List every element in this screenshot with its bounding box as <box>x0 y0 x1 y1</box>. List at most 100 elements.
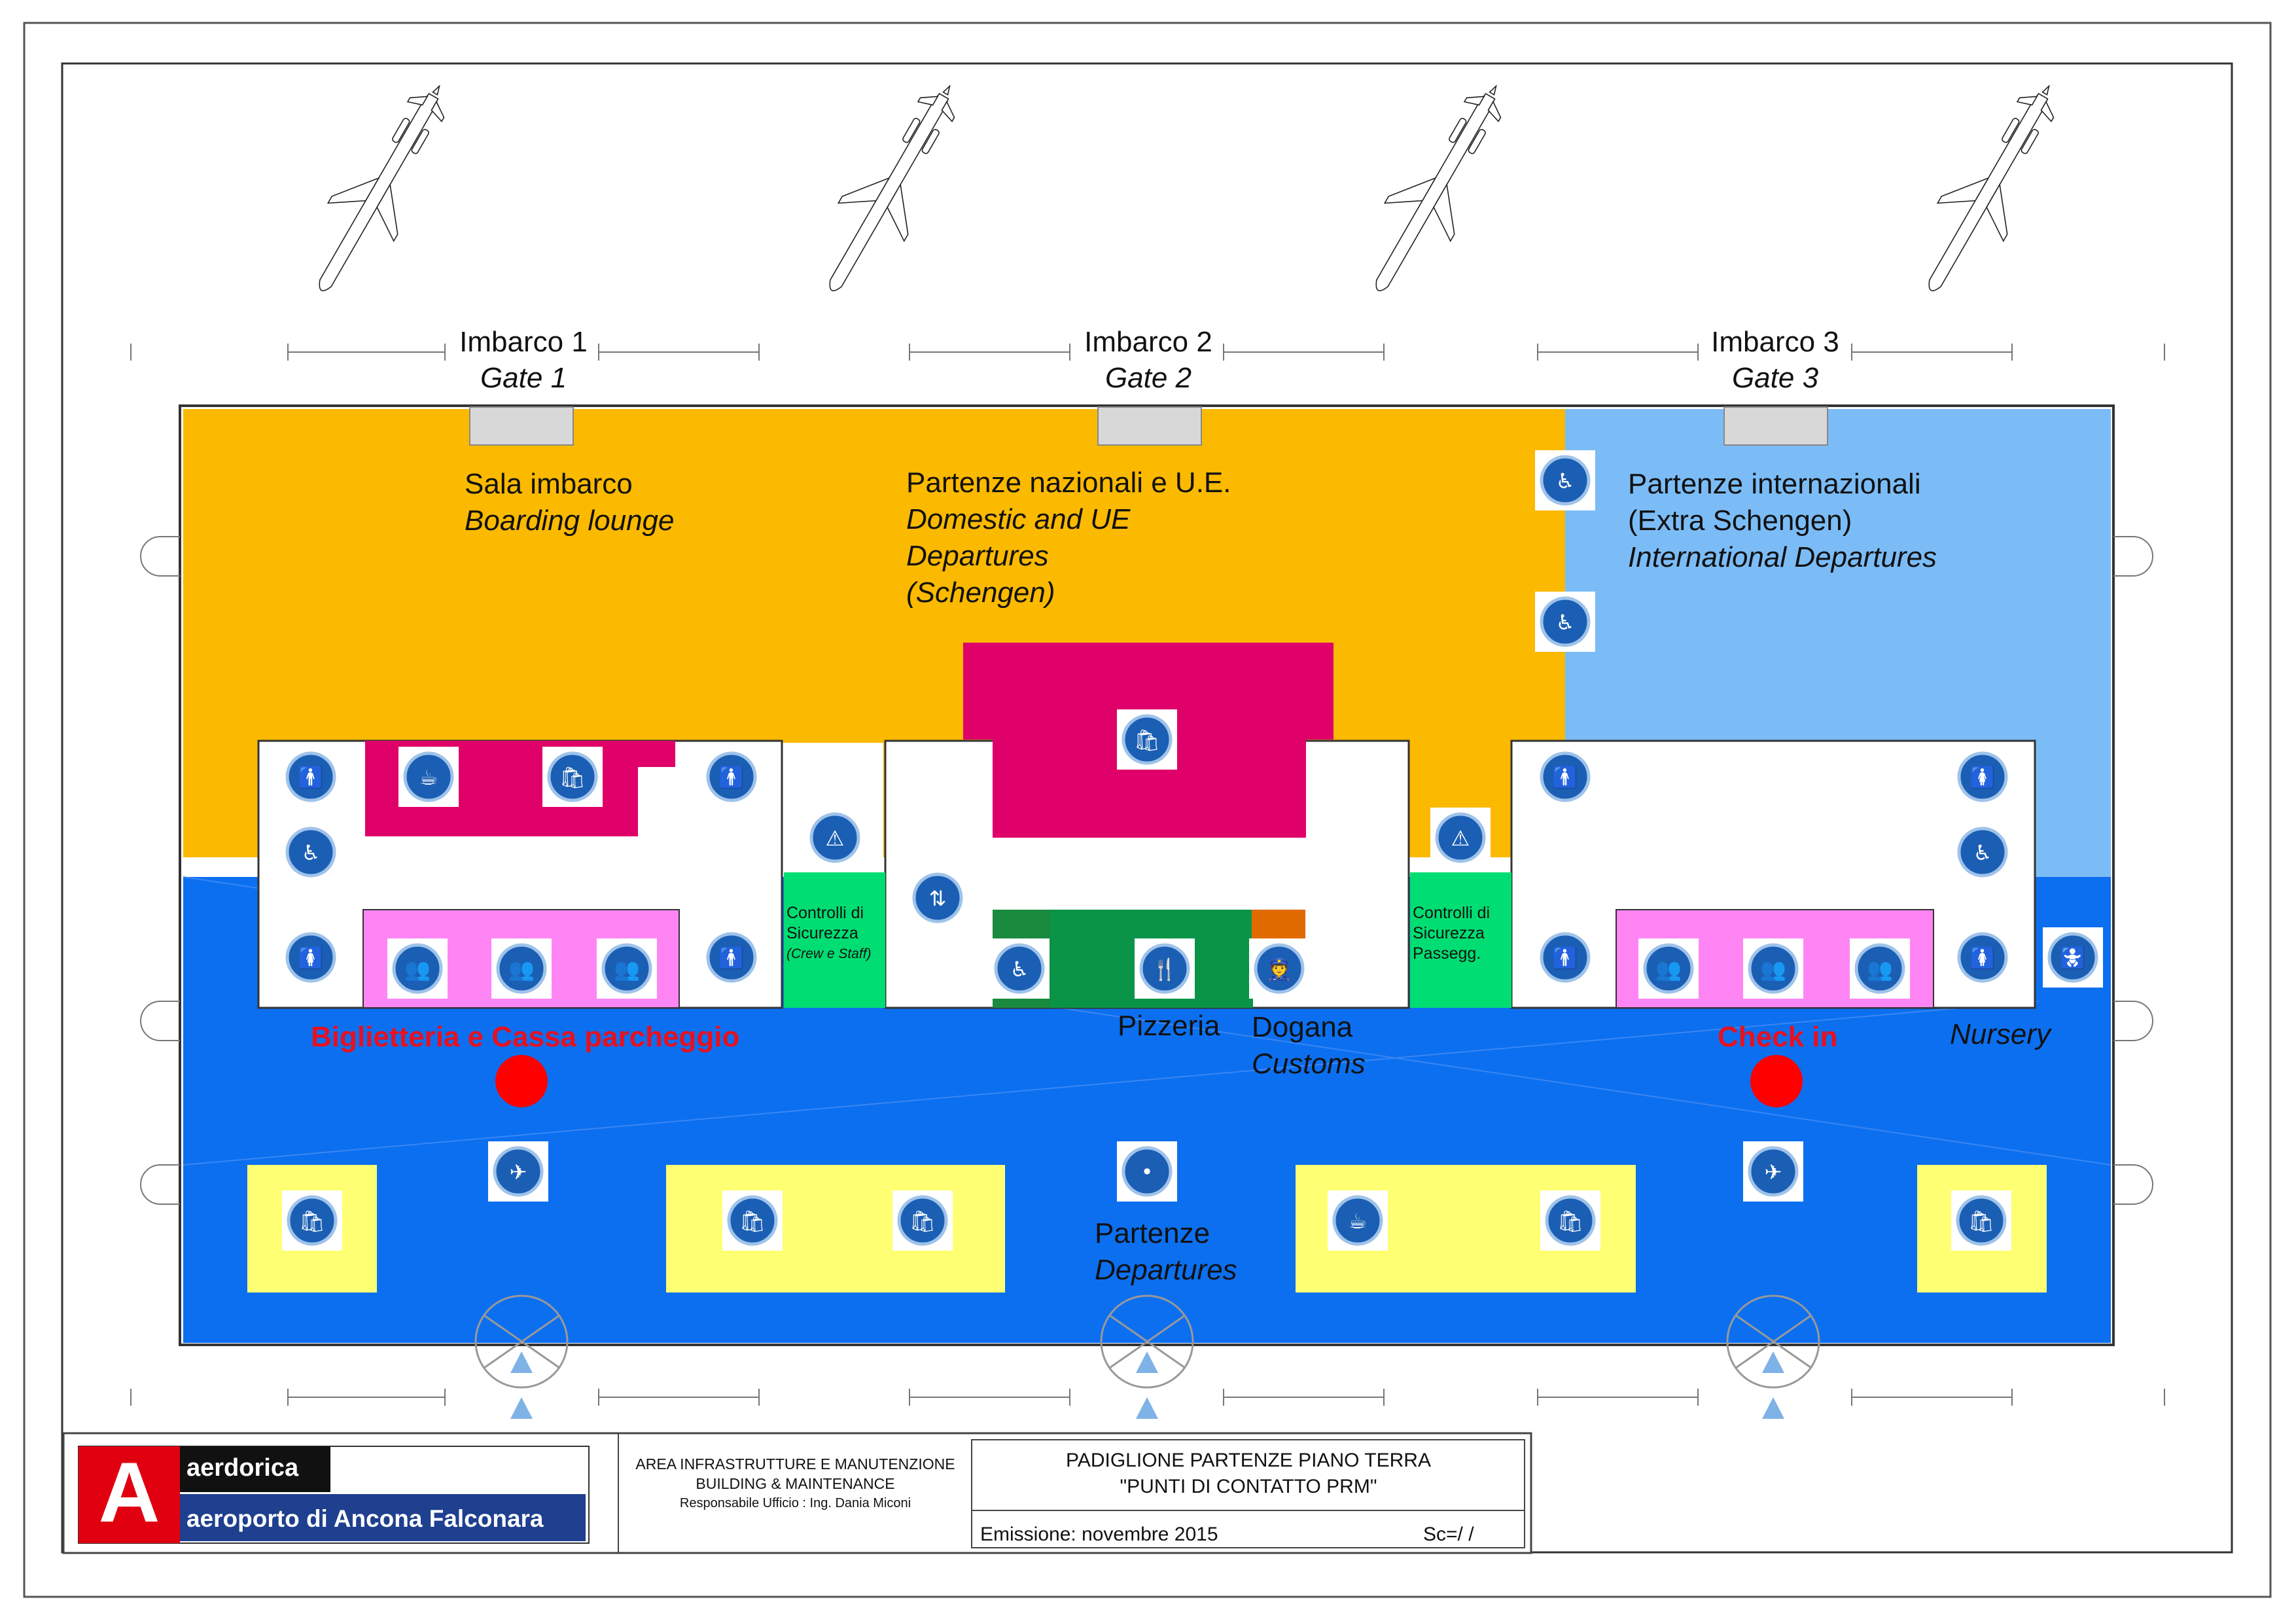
toilet-woman-icon: 🚺 <box>1952 747 2013 807</box>
issue-date: Emissione: novembre 2015 <box>980 1524 1218 1545</box>
svg-text:👥: 👥 <box>1760 957 1786 982</box>
svg-text:🛍: 🛍 <box>910 1209 936 1234</box>
gate-3-label-en: Gate 3 <box>1731 362 1819 394</box>
departures-label: Partenze <box>1095 1217 1210 1249</box>
dimension-lines-bottom <box>130 1389 2165 1406</box>
check-in-desk-icon: 👥 <box>597 938 657 999</box>
check-in-desk-icon: 👥 <box>1638 938 1699 999</box>
svg-text:🚹: 🚹 <box>718 946 745 971</box>
airplane-icon <box>288 66 473 310</box>
svg-text:✈: ✈ <box>510 1160 527 1185</box>
security-crew-zone <box>784 872 885 1008</box>
shop-icon: 🛍 <box>282 1190 342 1251</box>
svg-text:✈: ✈ <box>1765 1160 1782 1185</box>
security-crew-l1: Controlli di <box>786 904 864 922</box>
check-in-desk-icon: 👥 <box>1850 938 1910 999</box>
security-pax-l1: Controlli di <box>1413 904 1491 922</box>
dept-line-3: Responsabile Ufficio : Ing. Dania Miconi <box>679 1496 911 1510</box>
security-passenger-zone <box>1410 872 1511 1008</box>
check-in-desk-icon: 👥 <box>387 938 448 999</box>
baby-change-icon: 🚼 <box>2043 927 2103 988</box>
check-in-desk-icon: 👥 <box>491 938 552 999</box>
svg-text:🍴: 🍴 <box>1152 957 1178 982</box>
cafe-icon: ☕ <box>398 747 459 807</box>
shop-icon: 🛍 <box>542 747 603 807</box>
dimension-lines-top <box>130 344 2165 361</box>
shop-icon: 🛍 <box>1951 1190 2011 1251</box>
svg-text:⚠: ⚠ <box>826 826 845 851</box>
svg-text:⚠: ⚠ <box>1451 826 1470 851</box>
gate-2-label: Imbarco 2 <box>1084 326 1212 358</box>
svg-text:🚹: 🚹 <box>718 765 745 790</box>
svg-text:👥: 👥 <box>614 957 640 982</box>
security-pax-l3: Passegg. <box>1413 944 1481 963</box>
main-entrances <box>474 1294 1820 1389</box>
svg-text:🚺: 🚺 <box>1969 765 1996 790</box>
restaurant-icon: 🍴 <box>1135 938 1195 999</box>
prm-contact-point-ticketing <box>495 1055 548 1107</box>
gate-2-door <box>1097 406 1202 446</box>
security-check-icon: ⚠ <box>1430 808 1491 868</box>
international-label-2: (Extra Schengen) <box>1628 505 1852 537</box>
boarding-lounge-label-en: Boarding lounge <box>465 505 675 537</box>
svg-text:🛍: 🛍 <box>739 1209 766 1234</box>
pizzeria-label: Pizzeria <box>1118 1010 1220 1042</box>
svg-text:☕: ☕ <box>419 765 438 790</box>
svg-text:👥: 👥 <box>1655 957 1682 982</box>
accessible-wc-icon: ♿ <box>1952 822 2013 882</box>
dept-line-2: BUILDING & MAINTENANCE <box>696 1475 895 1492</box>
shop-icon: 🛍 <box>1117 709 1177 770</box>
svg-text:👥: 👥 <box>1867 957 1893 982</box>
security-crew-l2: Sicurezza <box>786 924 858 942</box>
departures-icon: ✈ <box>488 1141 548 1202</box>
svg-text:♿: ♿ <box>1010 957 1029 982</box>
logo-letter: A <box>98 1444 160 1540</box>
toilet-man-icon: 🚹 <box>701 747 762 807</box>
airplane-icon <box>1345 66 1530 310</box>
svg-text:👮: 👮 <box>1266 957 1292 982</box>
svg-text:♿: ♿ <box>1556 610 1575 635</box>
svg-text:🛍: 🛍 <box>559 765 586 790</box>
kiosk-2 <box>666 1165 1005 1293</box>
toilet-woman-icon: 🚺 <box>281 927 341 988</box>
gate-2-label-en: Gate 2 <box>1104 362 1192 394</box>
accessible-wc-icon: ♿ <box>989 938 1050 999</box>
cafe-icon: ☕ <box>1328 1190 1388 1251</box>
gate-1-door <box>469 406 574 446</box>
international-label-en: International Departures <box>1628 541 1937 573</box>
domestic-label-en-3: (Schengen) <box>906 577 1055 609</box>
customs-label-en: Customs <box>1252 1048 1366 1080</box>
airport-name: aeroporto di Ancona Falconara <box>186 1505 544 1532</box>
domestic-label-en-2: Departures <box>906 540 1049 572</box>
customs-label: Dogana <box>1252 1011 1353 1043</box>
entrance-arrows <box>510 1351 1784 1419</box>
ticketing-label: Biglietteria e Cassa parcheggio <box>311 1021 740 1053</box>
checkin-label: Check in <box>1718 1021 1838 1053</box>
shop-icon: 🛍 <box>892 1190 953 1251</box>
company-name: aerdorica <box>186 1454 299 1482</box>
prm-contact-point-icon: ♿ <box>1535 592 1595 652</box>
svg-text:☕: ☕ <box>1349 1209 1368 1234</box>
check-in-desk-icon: 👥 <box>1743 938 1803 999</box>
airplane-icon <box>1898 66 2083 310</box>
shop-icon: 🛍 <box>722 1190 783 1251</box>
security-crew-l3: (Crew e Staff) <box>786 946 872 961</box>
toilet-man-icon: 🚹 <box>701 927 762 988</box>
prm-contact-point-checkin <box>1750 1055 1803 1107</box>
domestic-label: Partenze nazionali e U.E. <box>906 467 1231 499</box>
toilet-woman-icon: 🚺 <box>1952 927 2013 988</box>
toilet-man-icon: 🚹 <box>281 747 341 807</box>
elevator-icon: ⇅ <box>908 868 968 928</box>
svg-text:♿: ♿ <box>1973 840 1992 865</box>
domestic-label-en-1: Domestic and UE <box>906 503 1131 535</box>
gate-3-label: Imbarco 3 <box>1711 326 1839 358</box>
prm-contact-point-icon: ♿ <box>1535 450 1595 510</box>
toilet-man-icon: 🚹 <box>1535 747 1595 807</box>
svg-text:♿: ♿ <box>1556 469 1575 493</box>
svg-text:♿: ♿ <box>302 840 321 865</box>
scale-label: Sc=/ / <box>1423 1524 1474 1545</box>
security-pax-l2: Sicurezza <box>1413 924 1485 942</box>
svg-text:🚹: 🚹 <box>1552 946 1578 971</box>
international-label-1: Partenze internazionali <box>1628 468 1921 500</box>
